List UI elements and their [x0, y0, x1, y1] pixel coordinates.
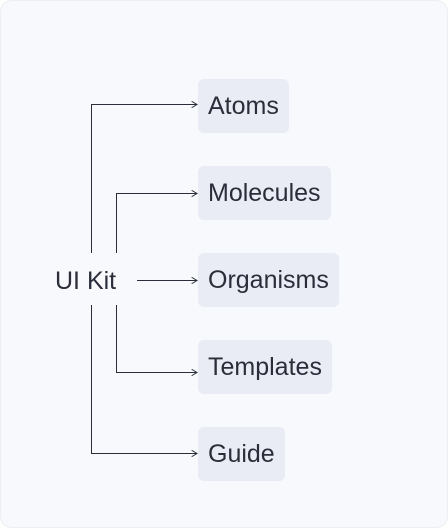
root-node-label: UI Kit	[55, 267, 117, 295]
arrowhead-organisms	[191, 277, 198, 284]
child-node-organisms: Organisms	[198, 253, 339, 307]
connector-molecules	[116, 193, 196, 253]
connector-guide	[91, 305, 196, 454]
connector-templates	[116, 305, 196, 373]
arrowhead-molecules	[191, 190, 198, 197]
connector-atoms	[91, 104, 196, 253]
arrowhead-templates	[191, 369, 198, 376]
arrowhead-atoms	[191, 101, 198, 108]
child-node-templates: Templates	[198, 340, 332, 394]
child-node-molecules: Molecules	[198, 166, 331, 220]
arrowhead-guide	[191, 450, 198, 457]
child-node-atoms: Atoms	[198, 79, 289, 133]
child-node-guide: Guide	[198, 427, 285, 481]
